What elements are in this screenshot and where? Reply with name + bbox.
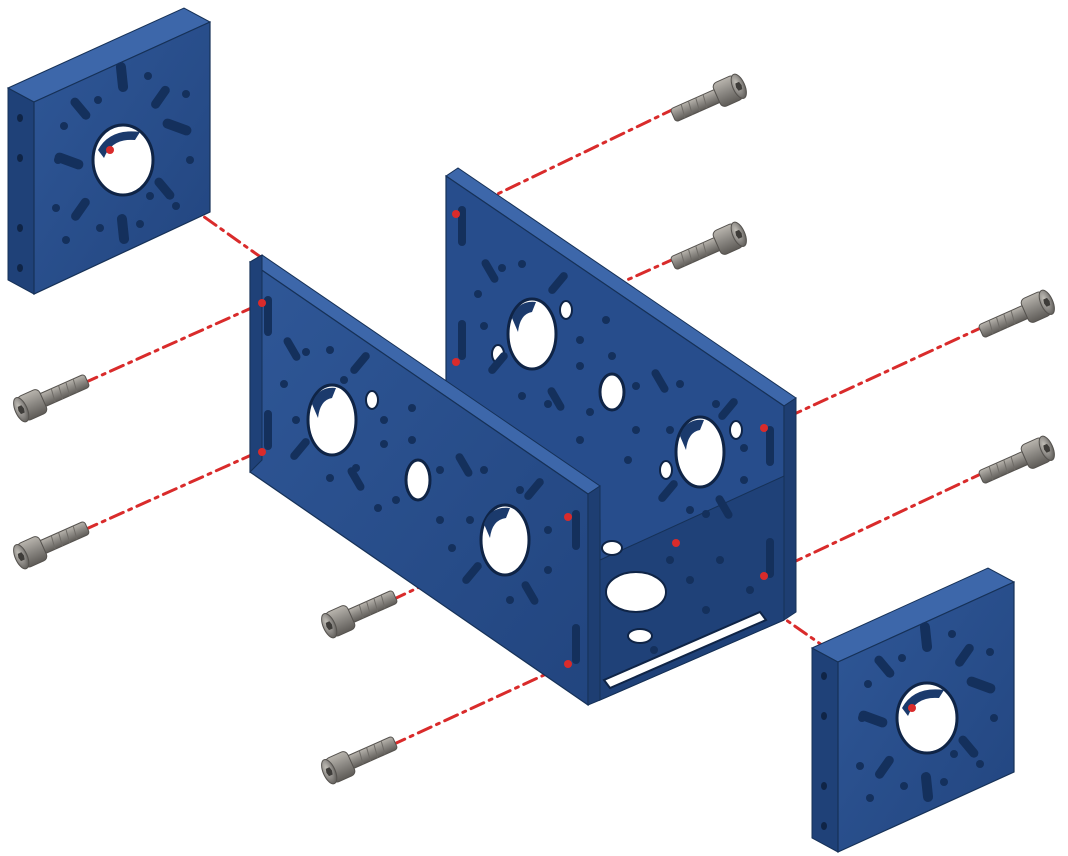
guide-marker-top-left-plate <box>106 146 114 154</box>
screw-left-1 <box>13 374 90 423</box>
screw-bottom-2 <box>321 736 398 785</box>
guide-line-bolt-bottom-2 <box>390 662 570 747</box>
u-channel <box>249 167 797 707</box>
screw-right-1 <box>978 289 1055 338</box>
guide-line-bolt-left-2 <box>82 450 260 532</box>
screw-left-2 <box>13 521 90 570</box>
end-plate-top-left <box>6 7 212 295</box>
guide-line-bolt-left-1 <box>82 303 260 385</box>
guide-line-bolt-right-1 <box>762 324 987 430</box>
screw-top-2 <box>670 221 747 270</box>
screw-top-1 <box>670 73 747 122</box>
screw-bottom-1 <box>321 590 398 639</box>
end-plate-bottom-right <box>810 567 1016 853</box>
guide-line-bolt-right-2 <box>762 470 987 578</box>
screw-right-2 <box>978 435 1055 484</box>
